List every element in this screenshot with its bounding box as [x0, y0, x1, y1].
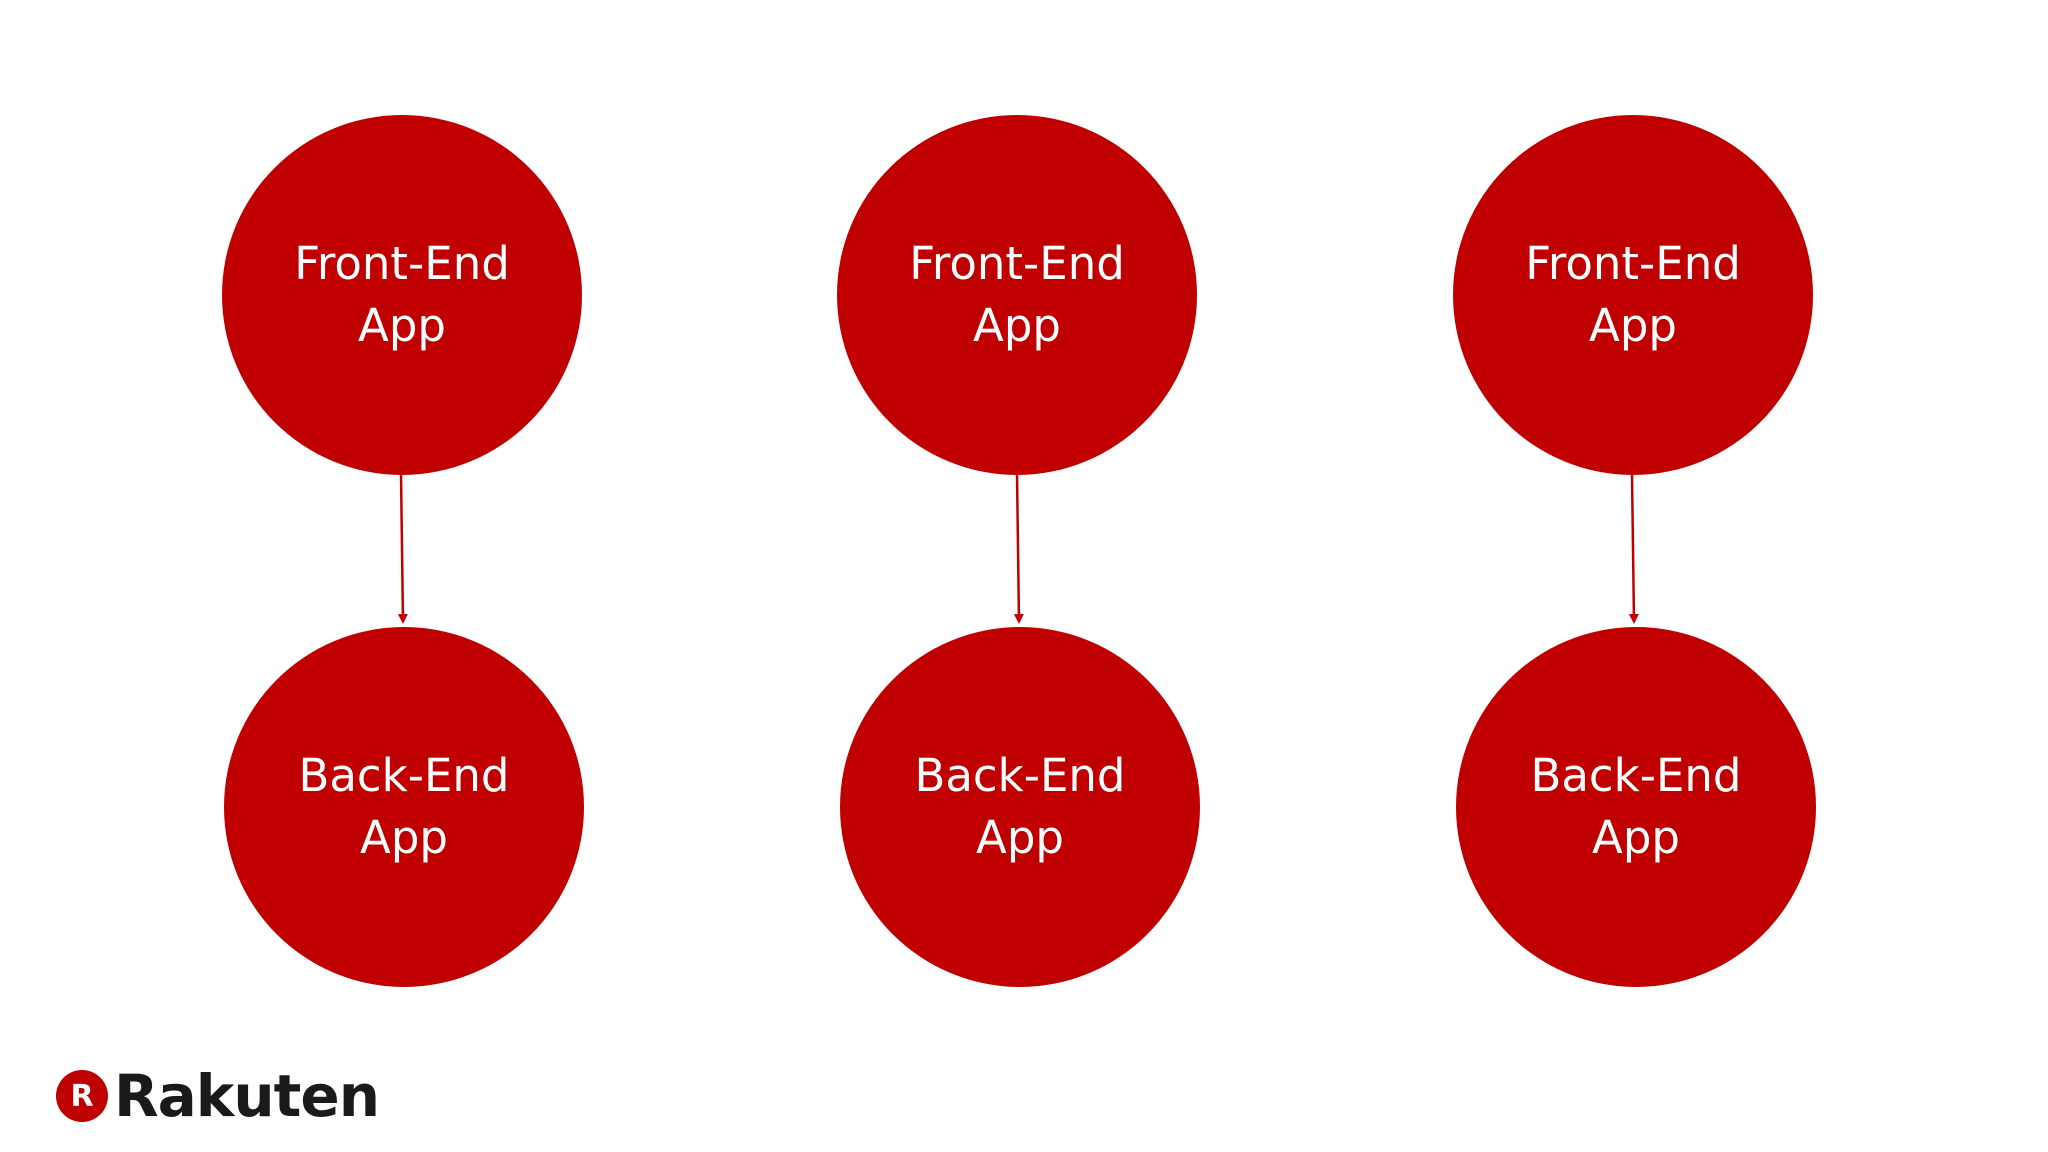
- arrow-front-to-back-3: [1628, 473, 1639, 624]
- rakuten-wordmark: Rakuten: [114, 1062, 380, 1130]
- arrow-front-to-back-1: [397, 473, 408, 624]
- back-end-app-node-3: Back-End App: [1456, 627, 1816, 987]
- app-label: App: [1592, 811, 1680, 864]
- arrow-front-to-back-2: [1013, 473, 1024, 624]
- back-end-label: Back-End: [914, 749, 1126, 802]
- rakuten-logo: R Rakuten: [56, 1062, 380, 1130]
- rakuten-r-icon: R: [56, 1070, 108, 1122]
- back-end-app-node-2: Back-End App: [840, 627, 1200, 987]
- app-label: App: [1589, 299, 1677, 352]
- app-label: App: [973, 299, 1061, 352]
- front-end-app-node-3: Front-End App: [1453, 115, 1813, 475]
- app-label: App: [360, 811, 448, 864]
- app-label: App: [358, 299, 446, 352]
- front-end-label: Front-End: [294, 237, 510, 290]
- front-end-label: Front-End: [909, 237, 1125, 290]
- back-end-label: Back-End: [298, 749, 510, 802]
- front-end-label: Front-End: [1525, 237, 1741, 290]
- front-end-app-node-2: Front-End App: [837, 115, 1197, 475]
- front-end-app-node-1: Front-End App: [222, 115, 582, 475]
- back-end-app-node-1: Back-End App: [224, 627, 584, 987]
- app-label: App: [976, 811, 1064, 864]
- back-end-label: Back-End: [1530, 749, 1742, 802]
